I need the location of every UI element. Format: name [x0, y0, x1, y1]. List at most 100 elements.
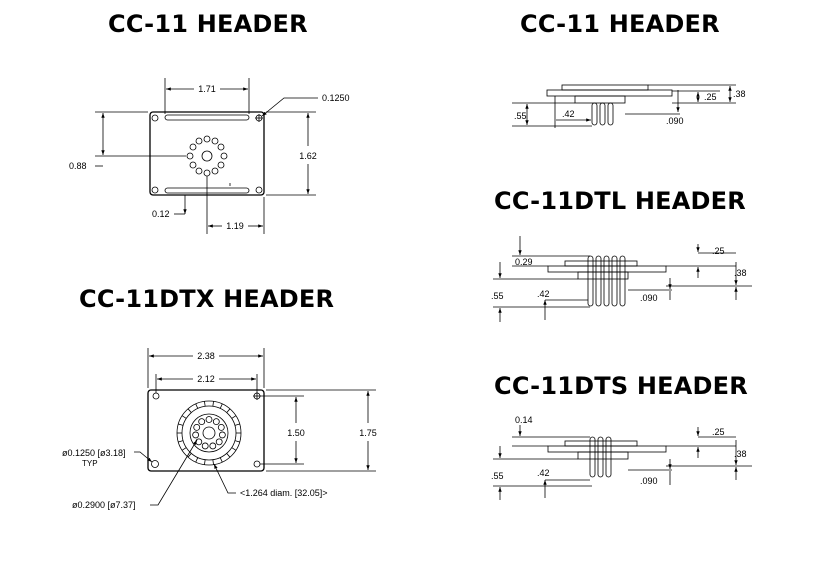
dim-inner-height: 1.50: [287, 428, 305, 438]
socket-tooth: [187, 408, 192, 413]
bottom-board: [546, 89, 673, 97]
pin: [619, 255, 626, 307]
cc11-top-view-title: CC-11 HEADER: [108, 10, 308, 38]
socket-tooth: [212, 401, 214, 407]
dim-42: .42: [537, 468, 550, 478]
mount-hole: [255, 186, 263, 194]
dim-25: .25: [712, 427, 725, 437]
socket: [176, 400, 242, 466]
pin: [591, 102, 598, 126]
socket-tooth: [178, 423, 184, 426]
socket-tooth: [226, 453, 231, 458]
pin: [587, 255, 594, 307]
dim-38: .38: [733, 89, 746, 99]
socket-body: [577, 271, 629, 280]
dim-pin-dia: ø0.2900 [ø7.37]: [72, 500, 136, 510]
top-board: [564, 440, 638, 447]
board-outline: [147, 389, 265, 472]
socket-pin: [218, 431, 226, 439]
socket-pin: [212, 418, 220, 426]
dim-center-offset: 1.19: [226, 221, 244, 231]
dim-029: 0.29: [515, 257, 533, 267]
socket-pin: [198, 418, 206, 426]
pin: [605, 436, 612, 478]
socket-pin: [195, 438, 203, 446]
cc11dtl-title: CC-11DTL HEADER: [494, 187, 746, 215]
cc11dts-drawing: 0.14 .25 .38 .55 .42 .090: [491, 415, 752, 500]
dim-typ-note: TYP: [82, 459, 98, 468]
socket-pin: [215, 438, 223, 446]
cc11dtx-title: CC-11DTX HEADER: [79, 285, 335, 313]
dim-42: .42: [562, 109, 575, 119]
mount-hole: [253, 460, 261, 468]
pin: [607, 102, 614, 126]
dim-090: .090: [666, 116, 684, 126]
dim-hole-dia: 0.1250: [322, 93, 350, 103]
dim-42: .42: [537, 289, 550, 299]
socket-tooth: [195, 457, 199, 463]
top-board: [561, 84, 649, 91]
cc11dtx-drawing: 2.38 2.12 1.50 1.75 ø0.1250 [ø3.18] TYP …: [62, 348, 377, 510]
dim-left-offset: 0.88: [69, 161, 87, 171]
socket-pin: [209, 442, 217, 450]
dim-25: .25: [704, 92, 717, 102]
socket-tooth: [234, 423, 240, 426]
mount-hole: [151, 460, 159, 468]
dim-55: .55: [491, 471, 504, 481]
socket-tooth: [195, 403, 199, 409]
pin: [603, 255, 610, 307]
cc11-top-view-drawing: 1.71 0.1250 1.62 0.88 0.12 1.19: [69, 78, 350, 234]
dim-38: .38: [734, 268, 747, 278]
bottom-board: [547, 445, 667, 453]
cc11dtl-drawing: 0.29 .25 .38 .55 .42 .090: [491, 236, 752, 322]
dim-width: 1.71: [198, 84, 216, 94]
dim-outer-height: 1.75: [359, 428, 377, 438]
socket-tooth: [204, 401, 206, 407]
socket-tooth: [204, 459, 206, 465]
dim-hole-dia: ø0.1250 [ø3.18]: [62, 448, 126, 458]
dim-090: .090: [640, 476, 658, 486]
socket-tooth: [231, 415, 237, 419]
slot: [164, 114, 250, 121]
dim-hole-spacing: 2.12: [197, 374, 215, 384]
mount-hole: [151, 186, 159, 194]
cc11-side-view-drawing: .38 .25 .55 .42 .090: [512, 84, 746, 128]
socket-tooth: [178, 440, 184, 443]
cc11-side-view-title: CC-11 HEADER: [520, 10, 720, 38]
pin: [611, 255, 618, 307]
socket-tooth: [187, 453, 192, 458]
socket-pin: [193, 423, 201, 431]
socket-pin: [192, 431, 200, 439]
socket-tooth: [219, 403, 223, 409]
socket-body: [574, 95, 626, 104]
socket-body: [577, 451, 629, 460]
dim-55: .55: [514, 111, 527, 121]
socket-pin: [201, 442, 209, 450]
socket-pin: [205, 416, 213, 423]
dim-014: 0.14: [515, 415, 533, 425]
socket-pin: [217, 423, 225, 431]
socket-tooth: [219, 457, 223, 463]
pin: [589, 436, 596, 478]
pin: [595, 255, 602, 307]
dim-55: .55: [491, 291, 504, 301]
mount-hole: [152, 392, 160, 400]
socket-tooth: [231, 447, 237, 451]
socket-tooth: [226, 408, 231, 413]
pin-ring: [186, 135, 228, 177]
bottom-board: [547, 265, 667, 273]
socket-tooth: [181, 415, 187, 419]
dim-25: .25: [712, 246, 725, 256]
dim-090: .090: [640, 293, 658, 303]
dim-38: .38: [734, 449, 747, 459]
dim-bottom-offset: 0.12: [152, 209, 170, 219]
pin: [599, 102, 606, 126]
socket-tooth: [212, 459, 214, 465]
cc11dts-title: CC-11DTS HEADER: [494, 372, 748, 400]
pin: [597, 436, 604, 478]
mount-hole: [151, 114, 159, 122]
dim-height: 1.62: [299, 151, 317, 161]
socket-tooth: [234, 440, 240, 443]
dim-socket-dia: <1.264 diam. [32.05]>: [240, 488, 328, 498]
